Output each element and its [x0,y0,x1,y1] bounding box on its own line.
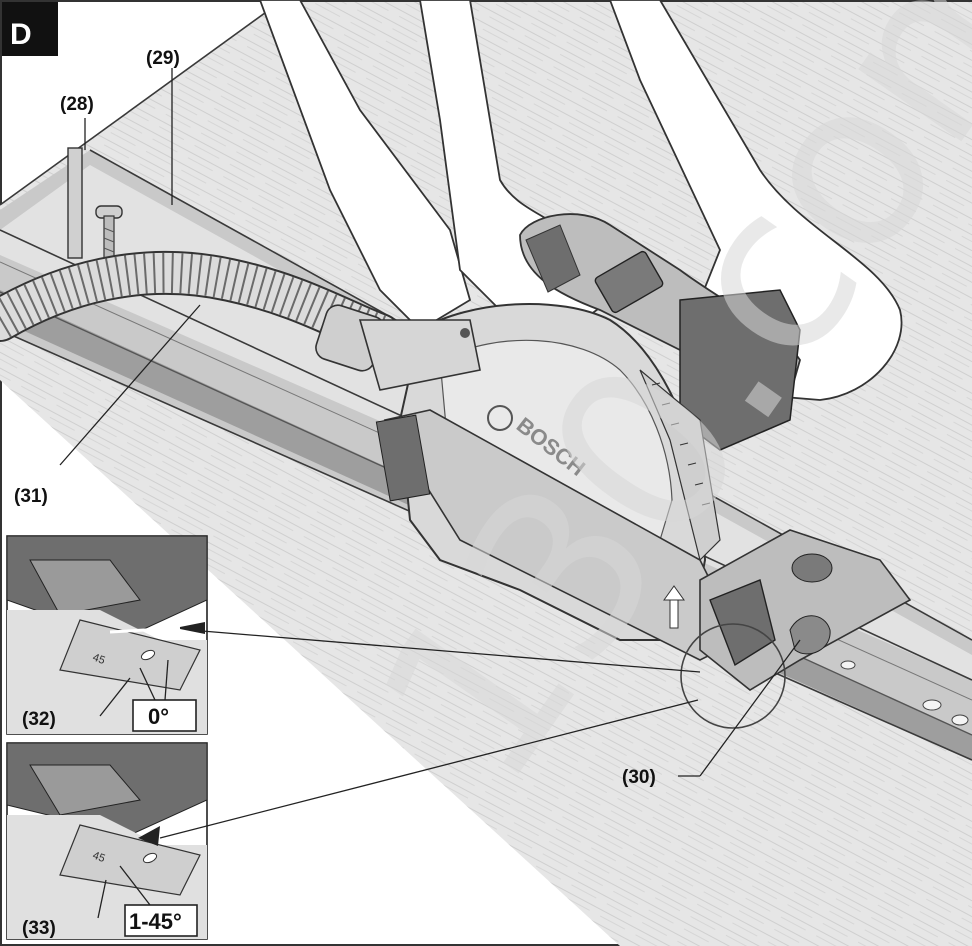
inset-top-value: 0° [148,704,169,729]
vacuum-hose [0,250,402,372]
rail-clamp [67,147,123,275]
figure-letter: D [10,18,32,51]
figure-badge [2,2,58,56]
label-29: (29) [146,48,180,69]
label-32: (32) [22,709,56,730]
connector-bottom [159,699,699,839]
label-28: (28) [60,94,94,115]
label-31: (31) [14,486,48,507]
connector-top [189,629,701,673]
inset-bevel-range: 45 1-45° [6,742,208,940]
svg-text:45: 45 [91,652,107,667]
inset-zero-degree: 45 0° [6,535,208,735]
inset-bottom-value: 1-45° [129,909,182,934]
detail-circle [680,623,786,729]
plunge-saw: BOSCH [358,213,912,691]
label-30: (30) [622,767,656,788]
svg-text:45: 45 [91,850,107,865]
brand-logo-icon [487,405,513,431]
label-33: (33) [22,918,56,939]
